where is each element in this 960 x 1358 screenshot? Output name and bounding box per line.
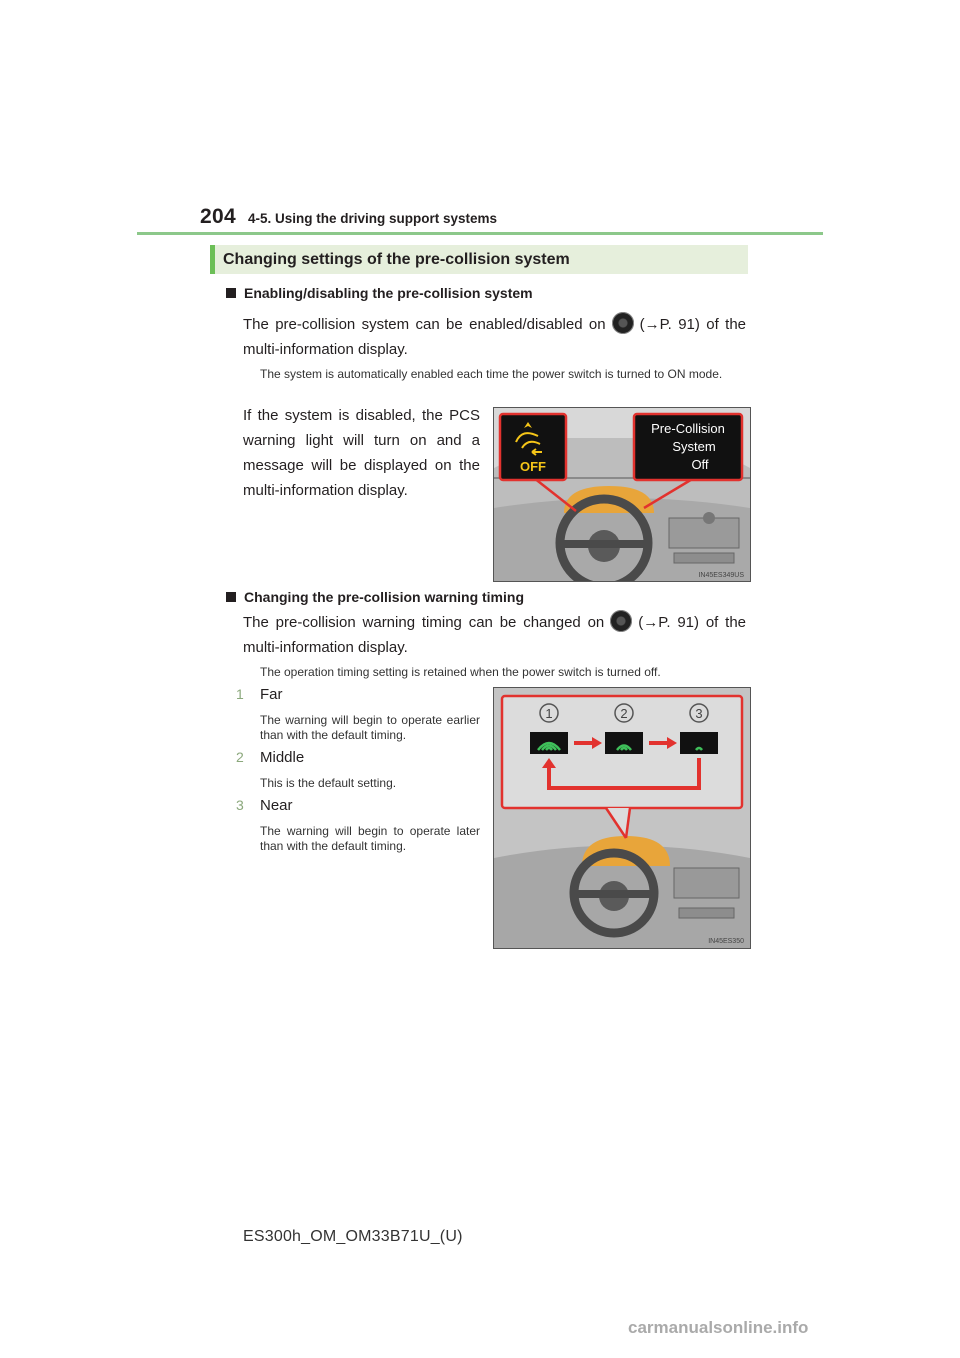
- warning-timing-drawing: 1 2 3 IN45ES350: [494, 688, 750, 948]
- site-watermark: carmanualsonline.info: [628, 1318, 809, 1337]
- item-number-1: 1: [236, 686, 244, 702]
- chapter-title: 4-5. Using the driving support systems: [248, 211, 498, 226]
- message-line-1: Pre-Collision: [651, 421, 725, 436]
- timing-middle-display: [605, 732, 643, 754]
- timing-far-display: [530, 732, 568, 754]
- item-label-far: Far: [260, 686, 283, 703]
- gear-icon: [610, 610, 633, 632]
- subheading-text: Changing the pre-collision warning timin…: [244, 589, 524, 605]
- subheading-warning-timing: Changing the pre-collision warning timin…: [226, 589, 524, 605]
- paragraph-text: The pre-collision system can be enabled/…: [243, 316, 606, 333]
- paragraph-text: The pre-collision warning timing can be …: [243, 614, 605, 631]
- enable-note: The system is automatically enabled each…: [260, 367, 723, 381]
- message-line-3: Off: [691, 457, 708, 472]
- item-label-middle: Middle: [260, 749, 305, 766]
- section-heading: Changing settings of the pre-collision s…: [223, 251, 570, 268]
- item-desc-far: The warning will begin to operate earlie…: [260, 713, 480, 742]
- item-label-near: Near: [260, 797, 293, 814]
- pcs-off-drawing: OFF Pre-Collision System Off IN45ES349US: [494, 408, 750, 581]
- step-2-number: 2: [620, 706, 627, 721]
- page-number: 204: [200, 205, 236, 228]
- disabled-description: If the system is disabled, the PCS warni…: [243, 407, 480, 499]
- timing-note: The operation timing setting is retained…: [260, 665, 661, 679]
- enable-paragraph: The pre-collision system can be enabled/…: [243, 312, 746, 362]
- subheading-enable-disable: Enabling/disabling the pre-collision sys…: [226, 285, 533, 301]
- subheading-text: Enabling/disabling the pre-collision sys…: [244, 285, 533, 301]
- item-desc-near: The warning will begin to operate later …: [260, 824, 480, 853]
- figure-code: IN45ES349US: [698, 572, 744, 579]
- header-divider: [137, 232, 823, 235]
- off-label: OFF: [520, 459, 546, 474]
- item-number-2: 2: [236, 749, 244, 765]
- timing-near-display: [680, 732, 718, 754]
- gear-icon: [611, 312, 634, 334]
- section-heading-box: Changing settings of the pre-collision s…: [210, 245, 748, 274]
- item-desc-middle: This is the default setting.: [260, 776, 397, 790]
- square-bullet-icon: [226, 592, 236, 602]
- item-number-3: 3: [236, 797, 244, 813]
- step-3-number: 3: [695, 706, 702, 721]
- pcs-off-illustration: OFF Pre-Collision System Off IN45ES349US: [493, 407, 751, 582]
- message-line-2: System: [672, 439, 715, 454]
- square-bullet-icon: [226, 288, 236, 298]
- document-code-footer: ES300h_OM_OM33B71U_(U): [243, 1228, 463, 1245]
- section-accent-bar: [210, 245, 215, 274]
- pcs-warning-icon: [515, 422, 542, 456]
- warning-timing-illustration: 1 2 3 IN45ES350: [493, 687, 751, 949]
- timing-paragraph: The pre-collision warning timing can be …: [243, 610, 746, 660]
- step-1-number: 1: [545, 706, 552, 721]
- paragraph-reference: (→P. 91) of the multi-information displa…: [243, 316, 747, 358]
- paragraph-reference: (→P. 91) of the multi-information displa…: [243, 614, 746, 656]
- figure-code: IN45ES350: [708, 938, 744, 945]
